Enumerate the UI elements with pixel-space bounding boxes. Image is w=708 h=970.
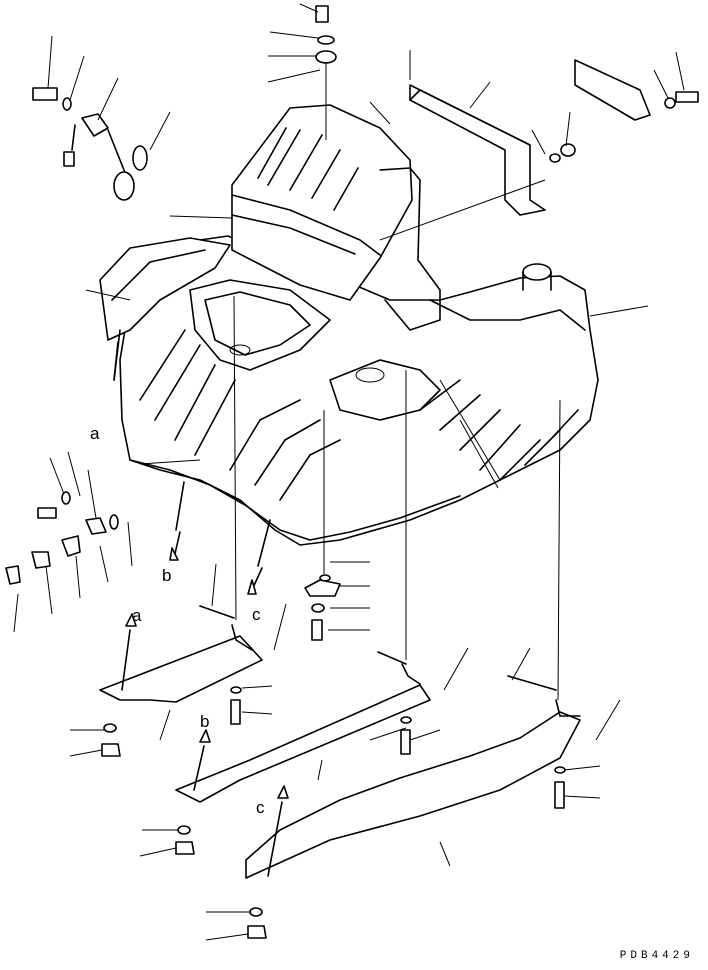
callout-a-cover: a bbox=[132, 606, 142, 625]
callout-b-tank: b bbox=[162, 566, 172, 585]
under-cover-b bbox=[175, 663, 431, 803]
callout-c-tank: c bbox=[252, 605, 261, 624]
leader-lines bbox=[13, 3, 685, 941]
under-cover-a bbox=[99, 624, 263, 703]
callout-a-tank: a bbox=[90, 424, 100, 443]
callout-b-cover: b bbox=[200, 712, 210, 731]
reference-arrows bbox=[113, 329, 289, 877]
callout-c-cover: c bbox=[256, 798, 265, 817]
drawing-code: PDB4429 bbox=[619, 950, 694, 962]
under-cover-c bbox=[245, 699, 581, 879]
mounting-bracket bbox=[379, 50, 651, 241]
fuel-tank bbox=[99, 104, 599, 546]
